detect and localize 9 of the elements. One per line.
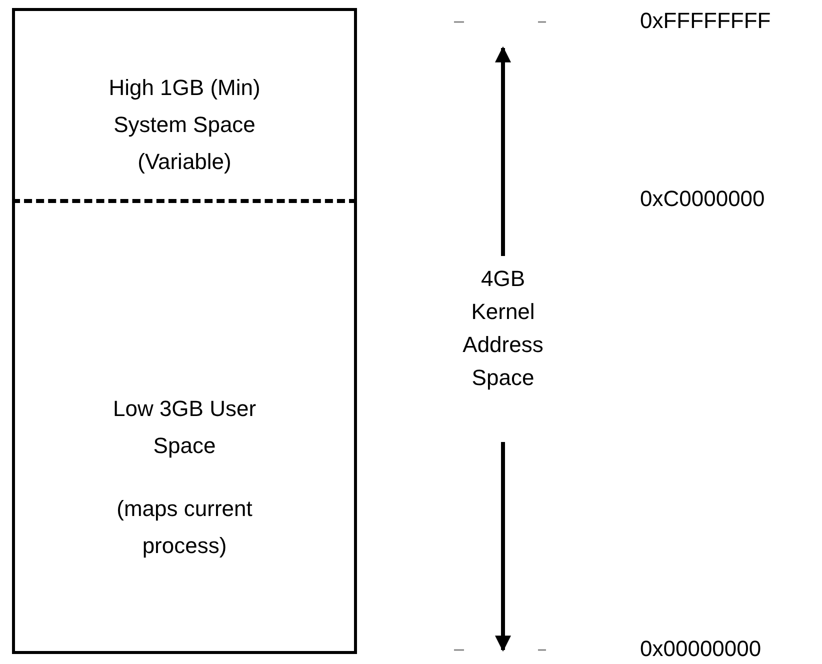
- region-label: (maps current process): [116, 495, 254, 560]
- memory-region: [12, 8, 357, 203]
- region-label: High 1GB (Min) System Space (Variable): [108, 74, 262, 176]
- address-label: 0x00000000: [640, 636, 762, 662]
- address-label: 0xFFFFFFFF: [640, 8, 771, 34]
- dimension-label: 4GB Kernel Address Space: [462, 265, 544, 392]
- region-label: Low 3GB User Space: [112, 395, 258, 460]
- address-label: 0xC0000000: [640, 186, 765, 212]
- memory-region: [12, 200, 357, 654]
